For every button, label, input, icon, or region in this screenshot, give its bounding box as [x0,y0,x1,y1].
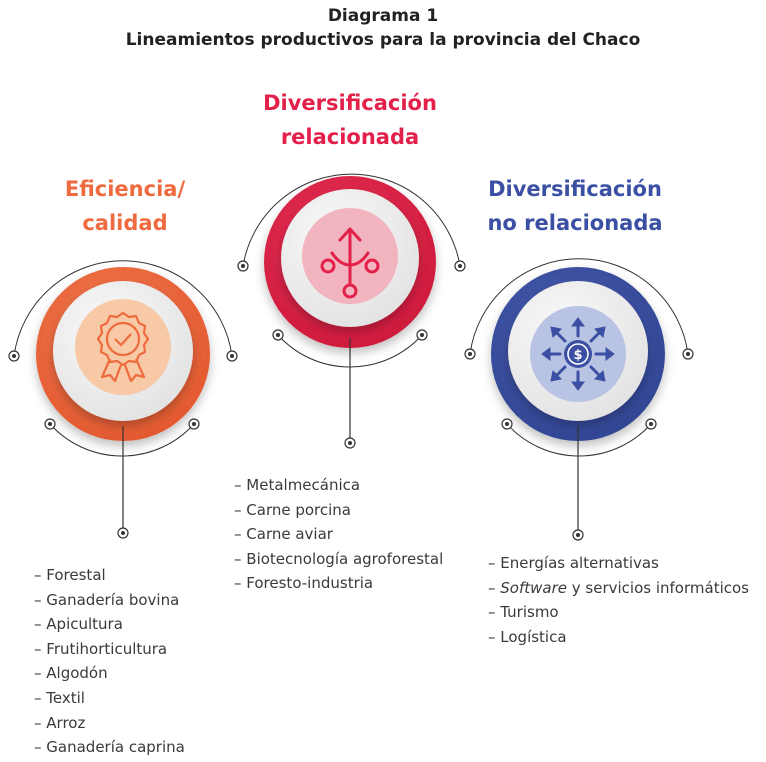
heading-efficiency-line2: calidad [82,211,168,235]
lower-arc-unrelated [506,423,652,457]
list-item: Ganadería bovina [34,588,185,613]
lower-arc-efficiency [49,423,195,457]
node-efficiency [8,260,238,539]
outer-arc-related [242,173,461,267]
list-item: Textil [34,686,185,711]
list-item: Forestal [34,563,185,588]
branch-arrow-icon [320,227,380,299]
list-unrelated: Energías alternativas Software y servici… [488,551,749,649]
list-item: Turismo [488,600,749,625]
heading-unrelated-line1: Diversificación [488,177,662,201]
list-item: Foresto-industria [234,571,443,596]
ribbon-award-icon [96,311,150,383]
list-item: Algodón [34,661,185,686]
list-item-software-rest: y servicios informáticos [571,578,749,597]
list-item: Energías alternativas [488,551,749,576]
list-item: Logística [488,625,749,650]
heading-related-line1: Diversificación [263,91,437,115]
list-item: Biotecnología agroforestal [234,547,443,572]
list-related: Metalmecánica Carne porcina Carne aviar … [234,473,443,596]
list-item: Metalmecánica [234,473,443,498]
svg-text:$: $ [573,348,582,363]
list-item: Carne aviar [234,522,443,547]
list-item-software: Software [500,578,567,597]
list-item: Ganadería caprina [34,735,185,760]
diagram-number: Diagrama 1 [327,6,439,26]
heading-related: Diversificación relacionada [245,86,455,154]
icon-bg-efficiency [75,299,171,395]
heading-unrelated-line2: no relacionada [487,211,663,235]
list-item: Frutihorticultura [34,637,185,662]
heading-efficiency-line1: Eficiencia/ [64,177,186,201]
heading-related-line2: relacionada [280,125,420,149]
dollar-expand-icon: $ [541,317,615,391]
node-related [237,173,466,449]
heading-unrelated: Diversificación no relacionada [470,172,680,240]
list-item: Apicultura [34,612,185,637]
list-item: Software y servicios informáticos [488,576,749,601]
list-efficiency: Forestal Ganadería bovina Apicultura Fru… [34,563,185,760]
list-item: Arroz [34,711,185,736]
node-unrelated: $ [464,258,694,541]
heading-efficiency: Eficiencia/ calidad [40,172,210,240]
outer-arc-unrelated [469,258,689,355]
outer-arc-efficiency [13,260,233,357]
diagram-title: Lineamientos productivos para la provinc… [125,30,641,50]
list-item: Carne porcina [234,498,443,523]
